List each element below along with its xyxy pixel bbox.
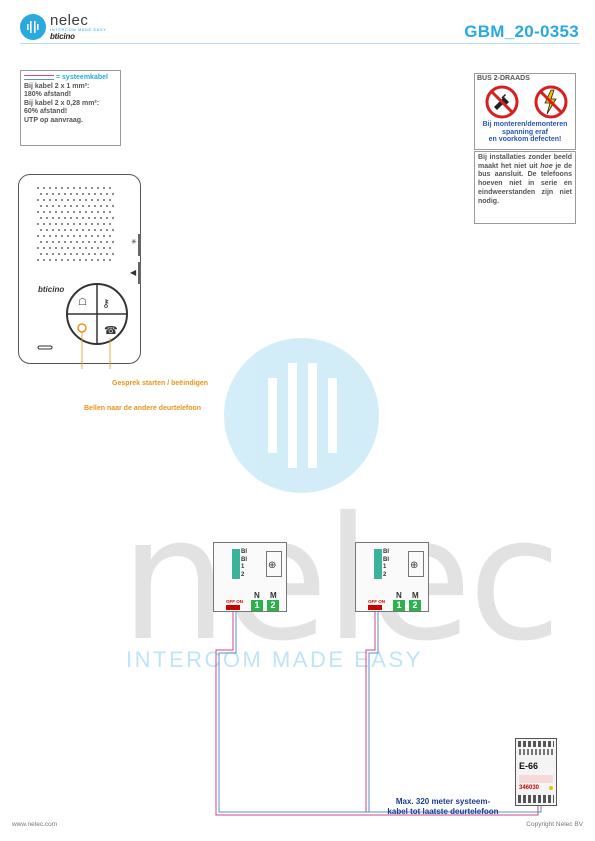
n-dip-value: 1 bbox=[251, 600, 263, 611]
system-cable-swatch bbox=[24, 74, 54, 80]
bus-title: BUS 2-DRAADS bbox=[477, 75, 530, 82]
terminal-label: 2 bbox=[383, 571, 387, 578]
top-terminals bbox=[518, 741, 554, 747]
callout-ring-button: Bellen naar de andere deurtelefoon bbox=[84, 405, 202, 412]
note-line: kabel tot laatste deurtelefoon bbox=[387, 807, 499, 816]
brand-tagline: INTERCOM MADE EASY bbox=[50, 27, 107, 32]
jumper-slot bbox=[408, 551, 424, 577]
note-line: Max. 320 meter systeem- bbox=[395, 797, 491, 806]
info-text-end: je de bus aansluit. De telefoons hoeven … bbox=[478, 162, 572, 205]
n-label: N bbox=[254, 591, 260, 600]
cable-line: UTP op aanvraag. bbox=[24, 116, 84, 124]
watermark-circle bbox=[224, 338, 379, 493]
warning-line: Bij monteren/demonteren bbox=[482, 121, 568, 128]
vent-slots bbox=[519, 749, 553, 755]
m-label: M bbox=[412, 591, 419, 600]
staircase-light-icon: ☖ bbox=[78, 297, 87, 308]
m-dip-value: 2 bbox=[409, 600, 421, 611]
cable-line: 60% afstand! bbox=[24, 108, 68, 116]
callout-call-button: Gesprek starten / beëindigen bbox=[112, 380, 209, 387]
power-unit-code: 346030 bbox=[519, 785, 540, 791]
header-divider bbox=[20, 43, 580, 44]
speaker-grille bbox=[37, 187, 114, 261]
cable-line: Bij kabel 2 x 0,28 mm²: bbox=[24, 99, 100, 107]
terminal-label: BI bbox=[383, 549, 389, 555]
terminal-label: BI bbox=[383, 556, 389, 563]
off-on-switch bbox=[368, 605, 382, 610]
door-phone-drawing: ✳ ◀ ☖ ⚷ ☎ bbox=[37, 187, 141, 369]
terminal-label: 2 bbox=[241, 571, 245, 578]
watermark-tagline: INTERCOM MADE EASY bbox=[126, 647, 423, 672]
handset-icon: ☎ bbox=[104, 325, 118, 337]
info-text-italic: hoe bbox=[540, 162, 553, 170]
door-key-icon: ⚷ bbox=[102, 298, 110, 310]
terminal-label: 1 bbox=[241, 564, 245, 570]
n-label: N bbox=[396, 591, 402, 600]
power-unit-model: E-66 bbox=[519, 761, 539, 771]
installation-info-box: Bij installaties zonder beeld maakt het … bbox=[474, 151, 576, 224]
document-code: GBM_20-0353 bbox=[464, 22, 579, 41]
cable-line: Bij kabel 2 x 1 mm²: bbox=[24, 82, 90, 90]
cable-box-title: = systeemkabel bbox=[56, 74, 108, 81]
phone-brand-label: bticino bbox=[38, 285, 65, 294]
off-on-switch-label: OFF ON bbox=[368, 599, 385, 604]
warning-label bbox=[519, 775, 553, 783]
bottom-terminals bbox=[518, 795, 554, 803]
no-plug-icon bbox=[485, 85, 568, 119]
footer-website: www.nelec.com bbox=[12, 821, 58, 828]
ringer-icon: ◀ bbox=[130, 268, 137, 277]
jumper-slot bbox=[266, 551, 282, 577]
warning-line: en voorkom defecten! bbox=[488, 136, 562, 143]
off-on-switch-label: OFF ON bbox=[226, 599, 243, 604]
info-text-start: Bij installaties zonder beeld maakt het … bbox=[478, 154, 572, 170]
bus-warning-box: BUS 2-DRAADS Bij monteren/demonteren spa… bbox=[474, 73, 576, 150]
brand-name: nelec bbox=[50, 12, 89, 29]
m-dip-value: 2 bbox=[267, 600, 279, 611]
door-phone-module-2: BI BI 1 2 ⊕ OFF ON N M 1 2 bbox=[355, 542, 429, 612]
max-distance-note: Max. 320 meter systeem- kabel tot laatst… bbox=[373, 797, 513, 817]
watermark-word: nelec bbox=[120, 481, 562, 679]
m-label: M bbox=[270, 591, 277, 600]
footer-copyright: Copyright Nelec BV bbox=[526, 821, 583, 828]
sub-brand: bticino bbox=[50, 32, 75, 41]
screw-icon: ⊕ bbox=[410, 560, 419, 571]
off-on-switch bbox=[226, 605, 240, 610]
cable-line: 180% afstand! bbox=[24, 91, 72, 99]
power-supply-unit: E-66 346030 bbox=[515, 738, 557, 806]
terminal-label: BI bbox=[241, 556, 247, 563]
bus-warning-text: Bij monteren/demonteren spanning eraf en… bbox=[475, 121, 575, 144]
volume-icon: ✳ bbox=[131, 238, 137, 246]
terminal-label: 1 bbox=[383, 564, 387, 570]
screw-icon: ⊕ bbox=[268, 560, 277, 571]
nelec-logo-icon bbox=[20, 14, 46, 40]
bus-terminal-block bbox=[374, 549, 382, 579]
bus-terminal-block bbox=[232, 549, 240, 579]
terminal-label: BI bbox=[241, 549, 247, 555]
warning-line: spanning eraf bbox=[502, 128, 548, 136]
power-led bbox=[549, 786, 553, 790]
n-dip-value: 1 bbox=[393, 600, 405, 611]
door-phone-module-1: BI BI 1 2 ⊕ OFF ON N M 1 2 bbox=[213, 542, 287, 612]
cable-info-box: = systeemkabel Bij kabel 2 x 1 mm²: 180%… bbox=[20, 70, 121, 146]
